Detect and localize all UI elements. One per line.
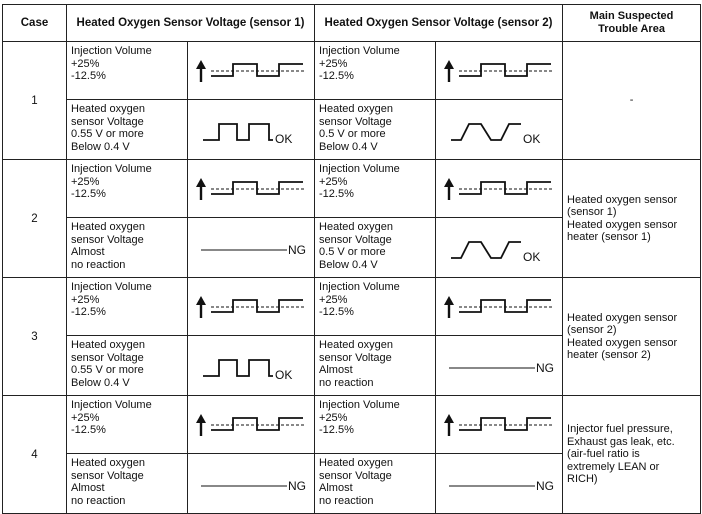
ng-result-label: NG <box>288 243 306 257</box>
injection-pulse-line <box>211 62 303 77</box>
ng-result-label: NG <box>536 479 554 493</box>
sensor-square-line <box>203 358 273 377</box>
injection-volume-label: Injection Volume +25% -12.5% <box>66 159 188 218</box>
up-arrow-head-icon <box>196 59 206 69</box>
up-arrow-head-icon <box>196 413 206 423</box>
case-4-injection-row: 4 Injection Volume +25% -12.5% Injection… <box>2 395 702 514</box>
injection-pulse-line <box>459 416 552 431</box>
ok-trapezoid-wave: OK <box>451 240 540 264</box>
case-3-injection-row: 3 Injection Volume +25% -12.5% Injection… <box>2 277 702 396</box>
injection-waveform <box>186 159 316 218</box>
trouble-area: Injector fuel pressure, Exhaust gas leak… <box>562 395 702 514</box>
injection-square-wave <box>196 413 305 436</box>
injection-square-wave <box>444 59 554 82</box>
injection-square-wave <box>444 177 554 200</box>
injection-pulse-line <box>211 416 303 431</box>
case-number: 1 <box>2 41 67 160</box>
sensor-trapezoid-line <box>451 122 522 141</box>
injection-pulse-line <box>211 298 303 313</box>
ng-flat-line: NG <box>449 479 554 493</box>
header-case: Case <box>2 4 67 42</box>
ok-result-label: OK <box>523 250 540 264</box>
injection-waveform <box>186 277 316 336</box>
injection-waveform <box>435 277 564 336</box>
up-arrow-head-icon <box>444 295 455 305</box>
ng-flat-line: NG <box>201 479 306 493</box>
trouble-area: - <box>562 41 702 160</box>
trouble-area: Heated oxygen sensor (sensor 2) Heated o… <box>562 277 702 396</box>
injection-waveform <box>435 41 564 100</box>
injection-waveform <box>186 41 316 100</box>
ok-square-wave: OK <box>203 122 292 146</box>
injection-waveform <box>435 159 564 218</box>
ng-flat-line: NG <box>449 361 554 375</box>
ok-result-label: OK <box>275 368 292 382</box>
case-number: 2 <box>2 159 67 278</box>
sensor1-voltage-label: Heated oxygen sensor Voltage Almost no r… <box>66 217 188 278</box>
injection-square-wave <box>444 295 554 318</box>
ok-trapezoid-wave: OK <box>451 122 540 146</box>
up-arrow-head-icon <box>196 177 206 187</box>
up-arrow-head-icon <box>444 413 455 423</box>
ok-square-wave: OK <box>203 358 292 382</box>
sensor1-response: NG <box>186 453 316 514</box>
ok-result-label: OK <box>523 132 540 146</box>
sensor2-voltage-label: Heated oxygen sensor Voltage 0.5 V or mo… <box>314 217 437 278</box>
up-arrow-head-icon <box>444 177 455 187</box>
injection-pulse-line <box>211 180 303 195</box>
ng-flat-line: NG <box>201 243 306 257</box>
injection-pulse-line <box>459 180 552 195</box>
injection-volume-label: Injection Volume +25% -12.5% <box>66 41 188 100</box>
header-sensor2: Heated Oxygen Sensor Voltage (sensor 2) <box>314 4 564 42</box>
injection-square-wave <box>196 177 305 200</box>
case-4-voltage-row: Heated oxygen sensor Voltage Almost no r… <box>3 453 701 514</box>
injection-square-wave <box>444 413 554 436</box>
injection-volume-label: Injection Volume +25% -12.5% <box>314 159 437 218</box>
sensor1-voltage-label: Heated oxygen sensor Voltage 0.55 V or m… <box>66 335 188 396</box>
up-arrow-head-icon <box>444 59 455 69</box>
injection-volume-label: Injection Volume +25% -12.5% <box>314 41 437 100</box>
sensor2-response: OK <box>435 217 564 278</box>
sensor1-response: OK <box>186 335 316 396</box>
sensor2-voltage-label: Heated oxygen sensor Voltage 0.5 V or mo… <box>314 99 437 160</box>
case-2-voltage-row: Heated oxygen sensor Voltage Almost no r… <box>3 217 701 278</box>
sensor2-voltage-label: Heated oxygen sensor Voltage Almost no r… <box>314 453 437 514</box>
ok-result-label: OK <box>275 132 292 146</box>
injection-square-wave <box>196 295 305 318</box>
sensor2-response: NG <box>435 453 564 514</box>
trouble-area: Heated oxygen sensor (sensor 1) Heated o… <box>562 159 702 278</box>
case-1-injection-row: 1 Injection Volume +25% -12.5% Injection… <box>2 41 702 160</box>
injection-waveform <box>435 395 564 454</box>
injection-volume-label: Injection Volume +25% -12.5% <box>66 277 188 336</box>
injection-pulse-line <box>459 62 552 77</box>
case-3-voltage-row: Heated oxygen sensor Voltage 0.55 V or m… <box>3 335 701 396</box>
sensor2-response: OK <box>435 99 564 160</box>
up-arrow-head-icon <box>196 295 206 305</box>
case-number: 3 <box>2 277 67 396</box>
ng-result-label: NG <box>536 361 554 375</box>
injection-volume-label: Injection Volume +25% -12.5% <box>314 277 437 336</box>
header-row: Case Heated Oxygen Sensor Voltage (senso… <box>2 4 702 42</box>
sensor-square-line <box>203 122 273 141</box>
case-number: 4 <box>2 395 67 514</box>
sensor1-response: NG <box>186 217 316 278</box>
injection-volume-label: Injection Volume +25% -12.5% <box>66 395 188 454</box>
sensor1-response: OK <box>186 99 316 160</box>
header-trouble-area: Main Suspected Trouble Area <box>562 4 702 42</box>
injection-pulse-line <box>459 298 552 313</box>
case-2-injection-row: 2 Injection Volume +25% -12.5% Injection… <box>2 159 702 278</box>
sensor1-voltage-label: Heated oxygen sensor Voltage Almost no r… <box>66 453 188 514</box>
sensor2-voltage-label: Heated oxygen sensor Voltage Almost no r… <box>314 335 437 396</box>
ng-result-label: NG <box>288 479 306 493</box>
injection-square-wave <box>196 59 305 82</box>
sensor1-voltage-label: Heated oxygen sensor Voltage 0.55 V or m… <box>66 99 188 160</box>
injection-volume-label: Injection Volume +25% -12.5% <box>314 395 437 454</box>
injection-waveform <box>186 395 316 454</box>
sensor-trapezoid-line <box>451 240 522 259</box>
sensor2-response: NG <box>435 335 564 396</box>
diagnosis-table: Case Heated Oxygen Sensor Voltage (senso… <box>2 4 702 514</box>
header-sensor1: Heated Oxygen Sensor Voltage (sensor 1) <box>65 4 316 42</box>
